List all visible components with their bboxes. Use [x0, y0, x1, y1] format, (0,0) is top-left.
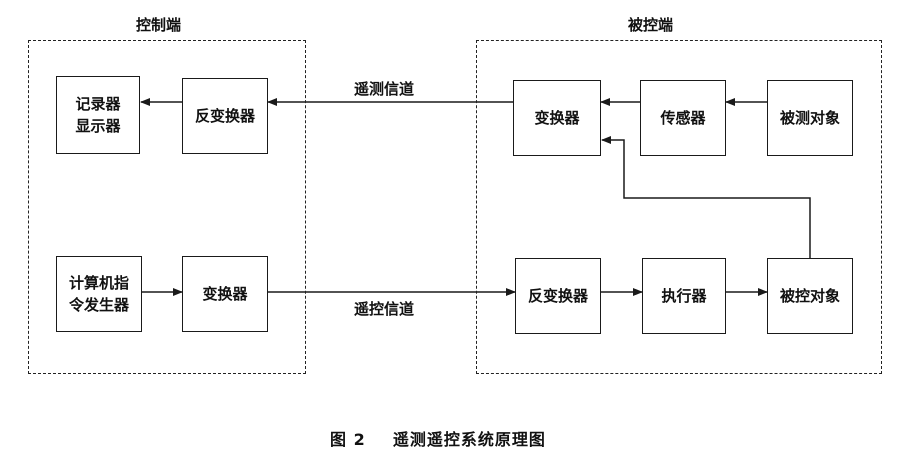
inverse-converter-top-label: 反变换器	[194, 107, 255, 125]
figure-caption: 图 2 遥测遥控系统原理图	[330, 426, 546, 450]
feedback-path	[601, 136, 811, 258]
telecontrol-channel-label: 遥控信道	[354, 300, 415, 318]
sensor-box: 传感器	[640, 80, 726, 156]
inverse-converter-bottom-label: 反变换器	[527, 287, 588, 305]
recorder-display-box: 记录器 显示器	[56, 76, 140, 154]
controlled-end-panel	[476, 40, 882, 374]
inverse-converter-top-box: 反变换器	[182, 78, 268, 154]
converter-bottom-box: 变换器	[182, 256, 268, 332]
converter-top-box: 变换器	[513, 80, 601, 156]
computer-command-generator-box: 计算机指 令发生器	[56, 256, 142, 332]
controlled-object-box: 被控对象	[767, 258, 853, 334]
recorder-line2: 显示器	[75, 117, 121, 135]
figure-number: 图 2	[330, 430, 366, 449]
measured-object-label: 被测对象	[779, 109, 840, 127]
control-end-label: 控制端	[136, 16, 182, 34]
controlled-end-label: 被控端	[628, 16, 674, 34]
converter-bottom-label: 变换器	[202, 285, 248, 303]
actuator-box: 执行器	[642, 258, 726, 334]
computer-line2: 令发生器	[68, 296, 129, 314]
control-end-panel	[28, 40, 306, 374]
measured-object-box: 被测对象	[767, 80, 853, 156]
controlled-object-label: 被控对象	[779, 287, 840, 305]
converter-top-label: 变换器	[534, 109, 580, 127]
telemetry-channel-label: 遥测信道	[354, 80, 415, 98]
inverse-converter-bottom-box: 反变换器	[515, 258, 601, 334]
actuator-label: 执行器	[661, 287, 707, 305]
sensor-label: 传感器	[660, 109, 706, 127]
figure-title: 遥测遥控系统原理图	[392, 430, 546, 449]
computer-line1: 计算机指	[68, 274, 129, 292]
recorder-line1: 记录器	[75, 95, 121, 113]
